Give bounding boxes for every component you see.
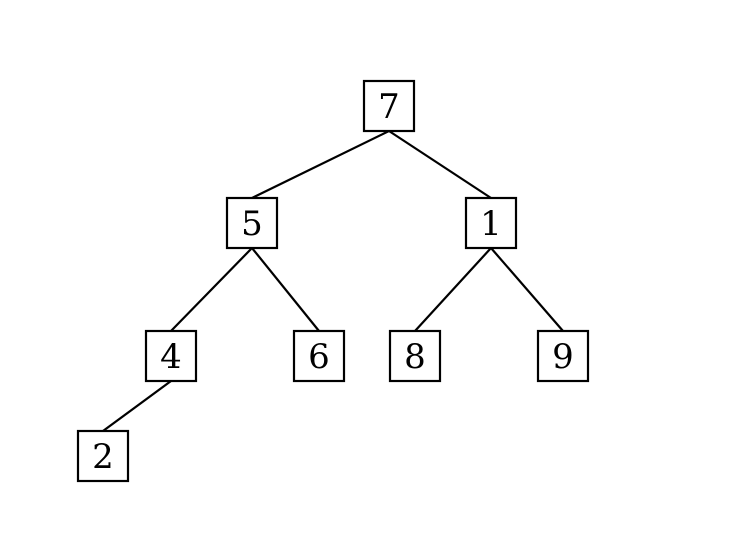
tree-node-box [292,329,346,383]
tree-node-label: 1 [480,204,502,244]
tree-node-box [144,329,198,383]
tree-node-label: 8 [404,337,426,377]
tree-node-box [536,329,590,383]
tree-node-1: 1 [464,196,518,250]
tree-node-label: 7 [378,87,400,127]
tree-node-5: 5 [225,196,279,250]
tree-edge-n1-n9 [489,246,565,333]
tree-edge-n5-n6 [250,246,321,333]
tree-node-8: 8 [388,329,442,383]
tree-node-box [388,329,442,383]
tree-node-label: 5 [241,204,263,244]
tree-node-label: 9 [552,337,574,377]
tree-node-box [464,196,518,250]
tree-edges [101,129,565,433]
tree-node-2: 2 [76,429,130,483]
tree-node-box [225,196,279,250]
tree-node-6: 6 [292,329,346,383]
tree-edge-n4-n2 [101,379,173,433]
tree-node-9: 9 [536,329,590,383]
tree-node-4: 4 [144,329,198,383]
tree-node-7: 7 [362,79,416,133]
tree-node-box [362,79,416,133]
tree-edge-n5-n4 [169,246,254,333]
tree-node-label: 6 [308,337,330,377]
tree-edge-n1-n8 [413,246,493,333]
tree-node-box [76,429,130,483]
tree-edge-n7-n5 [250,129,391,200]
tree-nodes: 7 5 1 4 6 8 9 2 [76,79,590,483]
tree-node-label: 2 [92,437,114,477]
tree-edge-n7-n1 [387,129,493,200]
tree-node-label: 4 [160,337,182,377]
